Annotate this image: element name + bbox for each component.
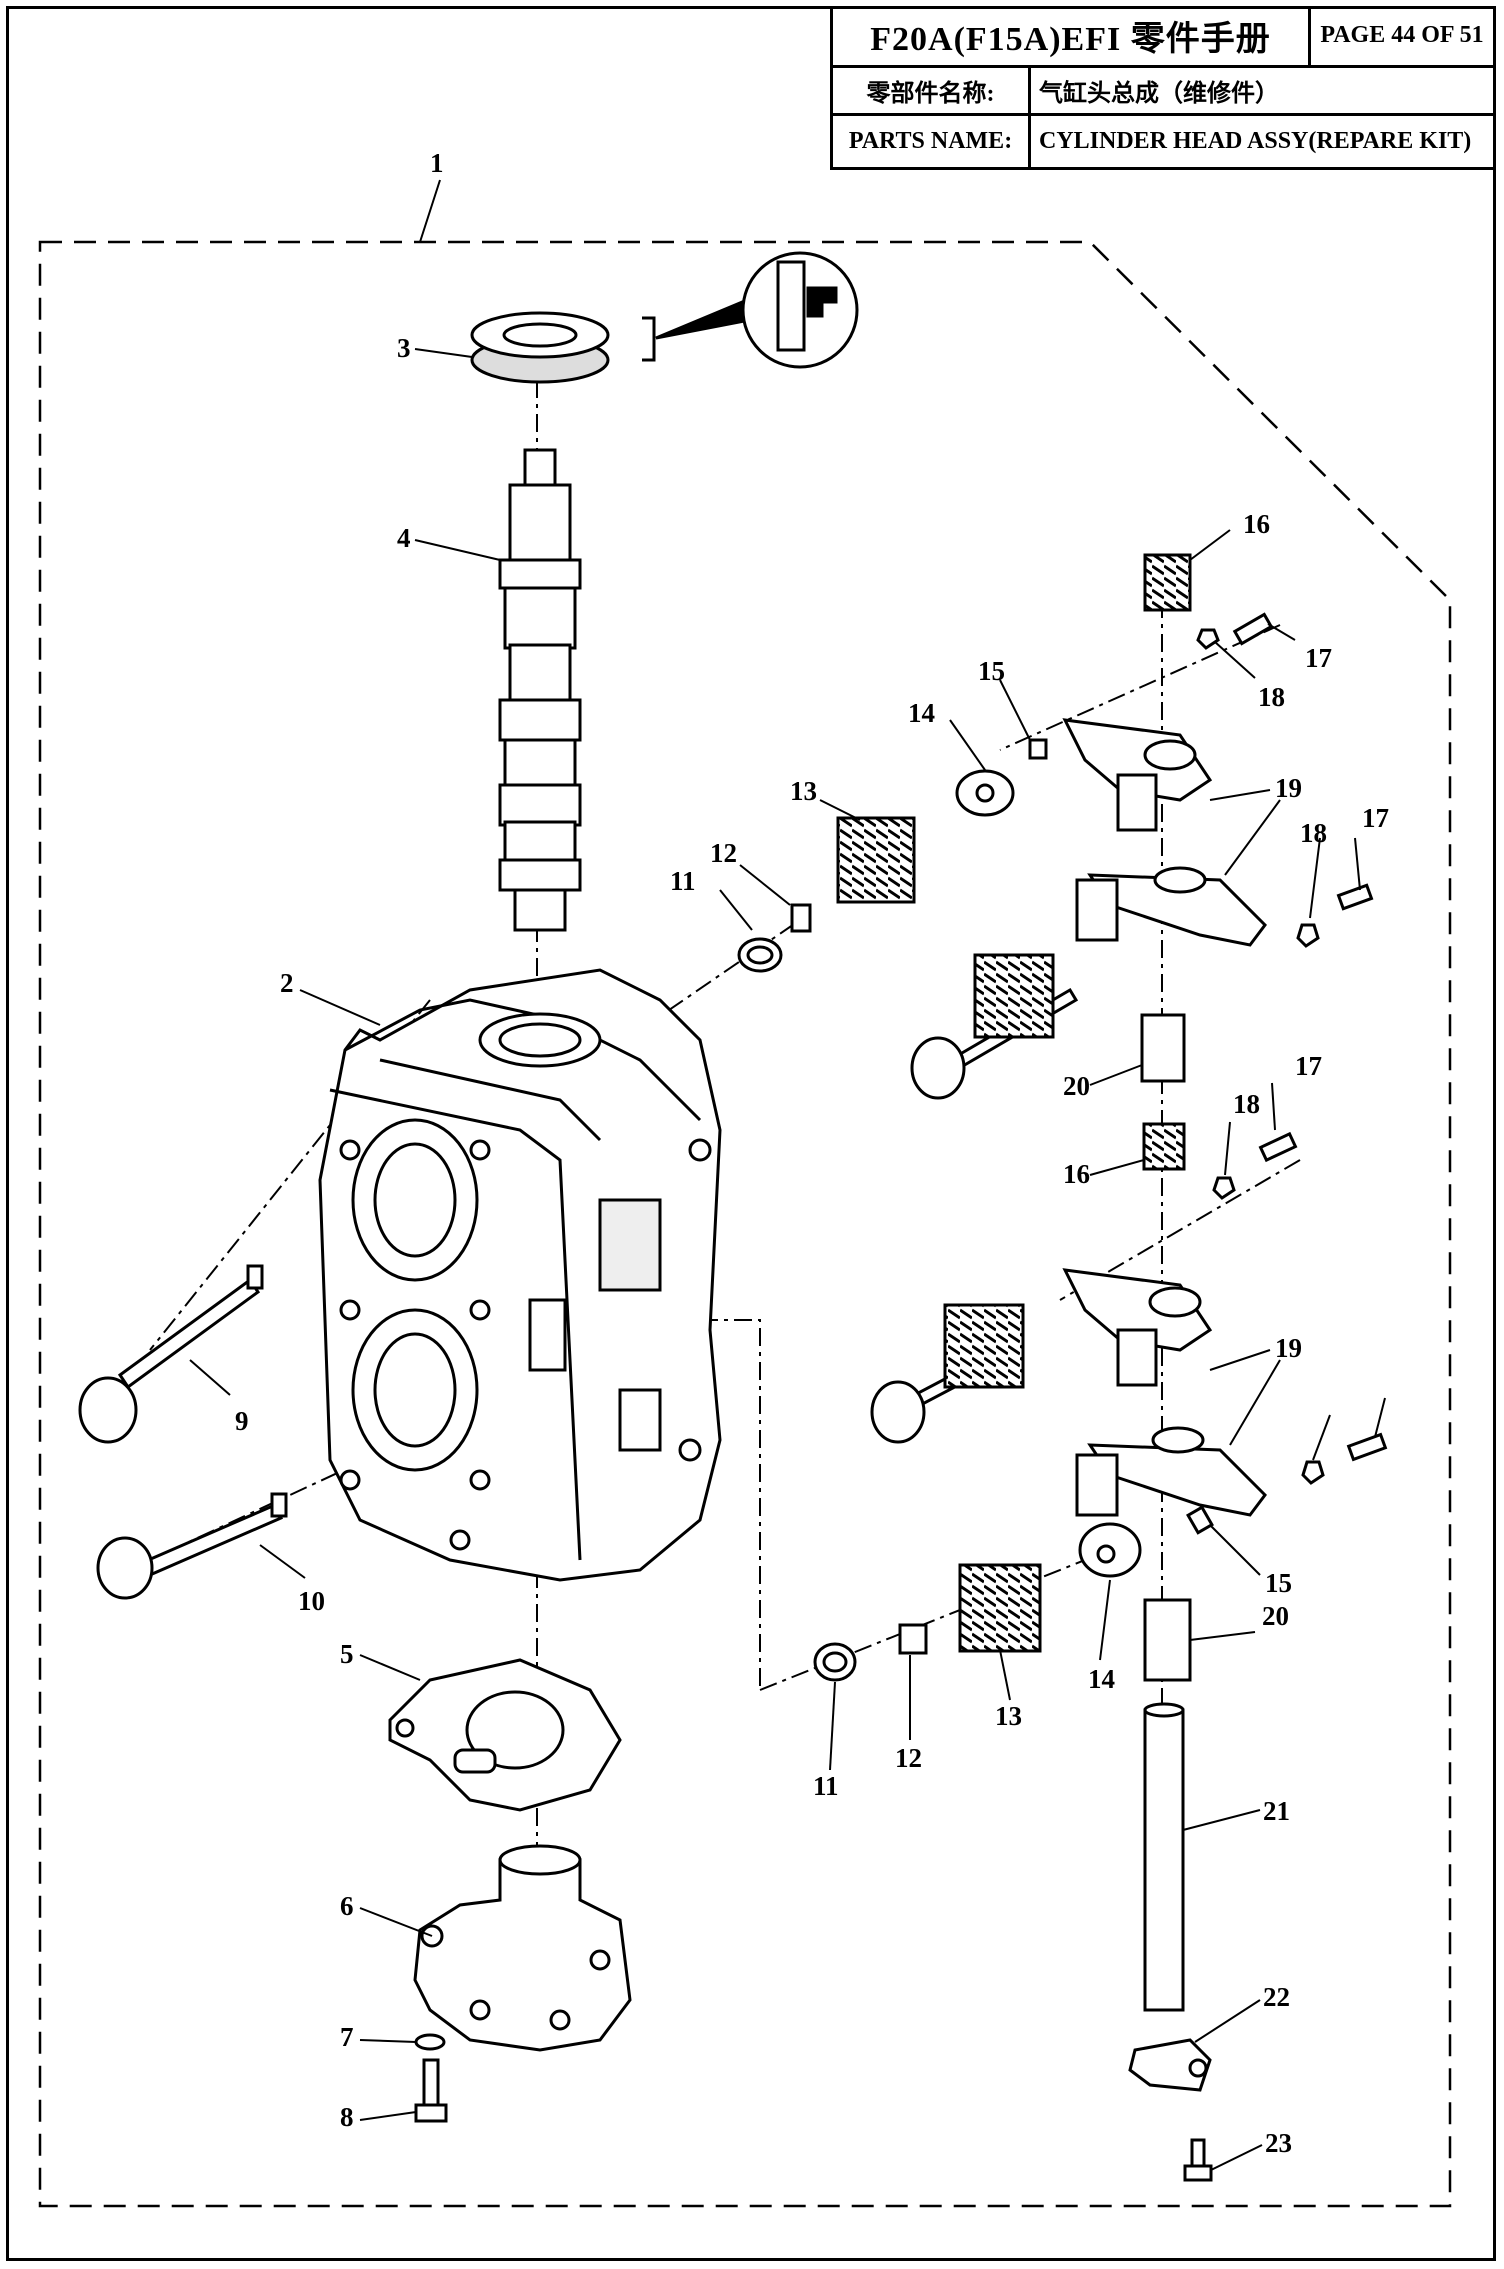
callout-17-a: 17 xyxy=(1305,643,1332,673)
callout-17-c: 17 xyxy=(1295,1051,1322,1081)
cn-name-label: 零部件名称: xyxy=(833,68,1031,113)
valve-train-upper xyxy=(737,553,1374,1200)
camshaft xyxy=(498,448,582,932)
title-block: F20A(F15A)EFI 零件手册 PAGE 44 OF 51 零部件名称: … xyxy=(830,6,1496,170)
cylinder-head xyxy=(318,968,722,1582)
gasket xyxy=(388,1658,622,1812)
callout-20-lower: 20 xyxy=(1262,1601,1289,1631)
title-row: F20A(F15A)EFI 零件手册 PAGE 44 OF 51 xyxy=(833,6,1496,68)
callout-9: 9 xyxy=(235,1406,249,1436)
en-name-label: PARTS NAME: xyxy=(833,116,1031,167)
callout-22: 22 xyxy=(1263,1982,1290,2012)
callout-4: 4 xyxy=(397,523,411,553)
callout-10: 10 xyxy=(298,1586,325,1616)
seal-detail-bubble xyxy=(642,251,859,369)
manual-title: F20A(F15A)EFI 零件手册 xyxy=(833,6,1311,65)
callout-8: 8 xyxy=(340,2102,354,2132)
assembly-boundary xyxy=(38,240,1452,2208)
callout-6: 6 xyxy=(340,1891,354,1921)
callout-18-b: 18 xyxy=(1300,818,1327,848)
washer xyxy=(414,2033,446,2051)
callout-14-upper: 14 xyxy=(908,698,935,728)
exhaust-valve xyxy=(96,1492,288,1600)
callout-13-lower: 13 xyxy=(995,1701,1022,1731)
callout-23: 23 xyxy=(1265,2128,1292,2158)
drawing-frame xyxy=(6,6,1496,2261)
en-name-value: CYLINDER HEAD ASSY(REPARE KIT) xyxy=(1039,128,1472,154)
callout-19-lower: 19 xyxy=(1275,1333,1302,1363)
en-name-row: PARTS NAME: CYLINDER HEAD ASSY(REPARE KI… xyxy=(833,116,1496,167)
leader-lines xyxy=(189,179,1386,2171)
callout-2: 2 xyxy=(280,968,294,998)
callout-15-upper: 15 xyxy=(978,656,1005,686)
cn-name-row: 零部件名称: 气缸头总成（维修件） xyxy=(833,68,1496,116)
page-number: PAGE 44 OF 51 xyxy=(1320,22,1484,48)
callout-18-c: 18 xyxy=(1233,1089,1260,1119)
callout-12-lower: 12 xyxy=(895,1743,922,1773)
valve-train-lower xyxy=(813,1268,1388,2182)
callout-20-upper: 20 xyxy=(1063,1071,1090,1101)
intake-valve xyxy=(78,1264,264,1444)
callout-11-lower: 11 xyxy=(813,1771,839,1801)
thermostat-housing xyxy=(413,1844,632,2052)
callout-12-upper: 12 xyxy=(710,838,737,868)
callout-15-lower: 15 xyxy=(1265,1568,1292,1598)
callout-17-b: 17 xyxy=(1362,803,1389,833)
callout-16-lower: 16 xyxy=(1063,1159,1090,1189)
callout-16-upper: 16 xyxy=(1243,509,1270,539)
callout-5: 5 xyxy=(340,1639,354,1669)
callout-3: 3 xyxy=(397,333,411,363)
callout-7: 7 xyxy=(340,2022,354,2052)
callout-14-lower: 14 xyxy=(1088,1664,1115,1694)
callout-19-upper: 19 xyxy=(1275,773,1302,803)
callout-18-a: 18 xyxy=(1258,682,1285,712)
callout-1: 1 xyxy=(430,148,444,178)
callout-21: 21 xyxy=(1263,1796,1290,1826)
callout-labels: 1 2 3 4 5 6 7 8 9 10 11 11 12 12 13 13 1… xyxy=(235,148,1389,2158)
cn-name-value: 气缸头总成（维修件） xyxy=(1039,81,1279,107)
callout-13-upper: 13 xyxy=(790,776,817,806)
callout-11-upper: 11 xyxy=(670,866,696,896)
housing-bolt xyxy=(414,2058,448,2123)
oil-seal xyxy=(470,311,610,384)
